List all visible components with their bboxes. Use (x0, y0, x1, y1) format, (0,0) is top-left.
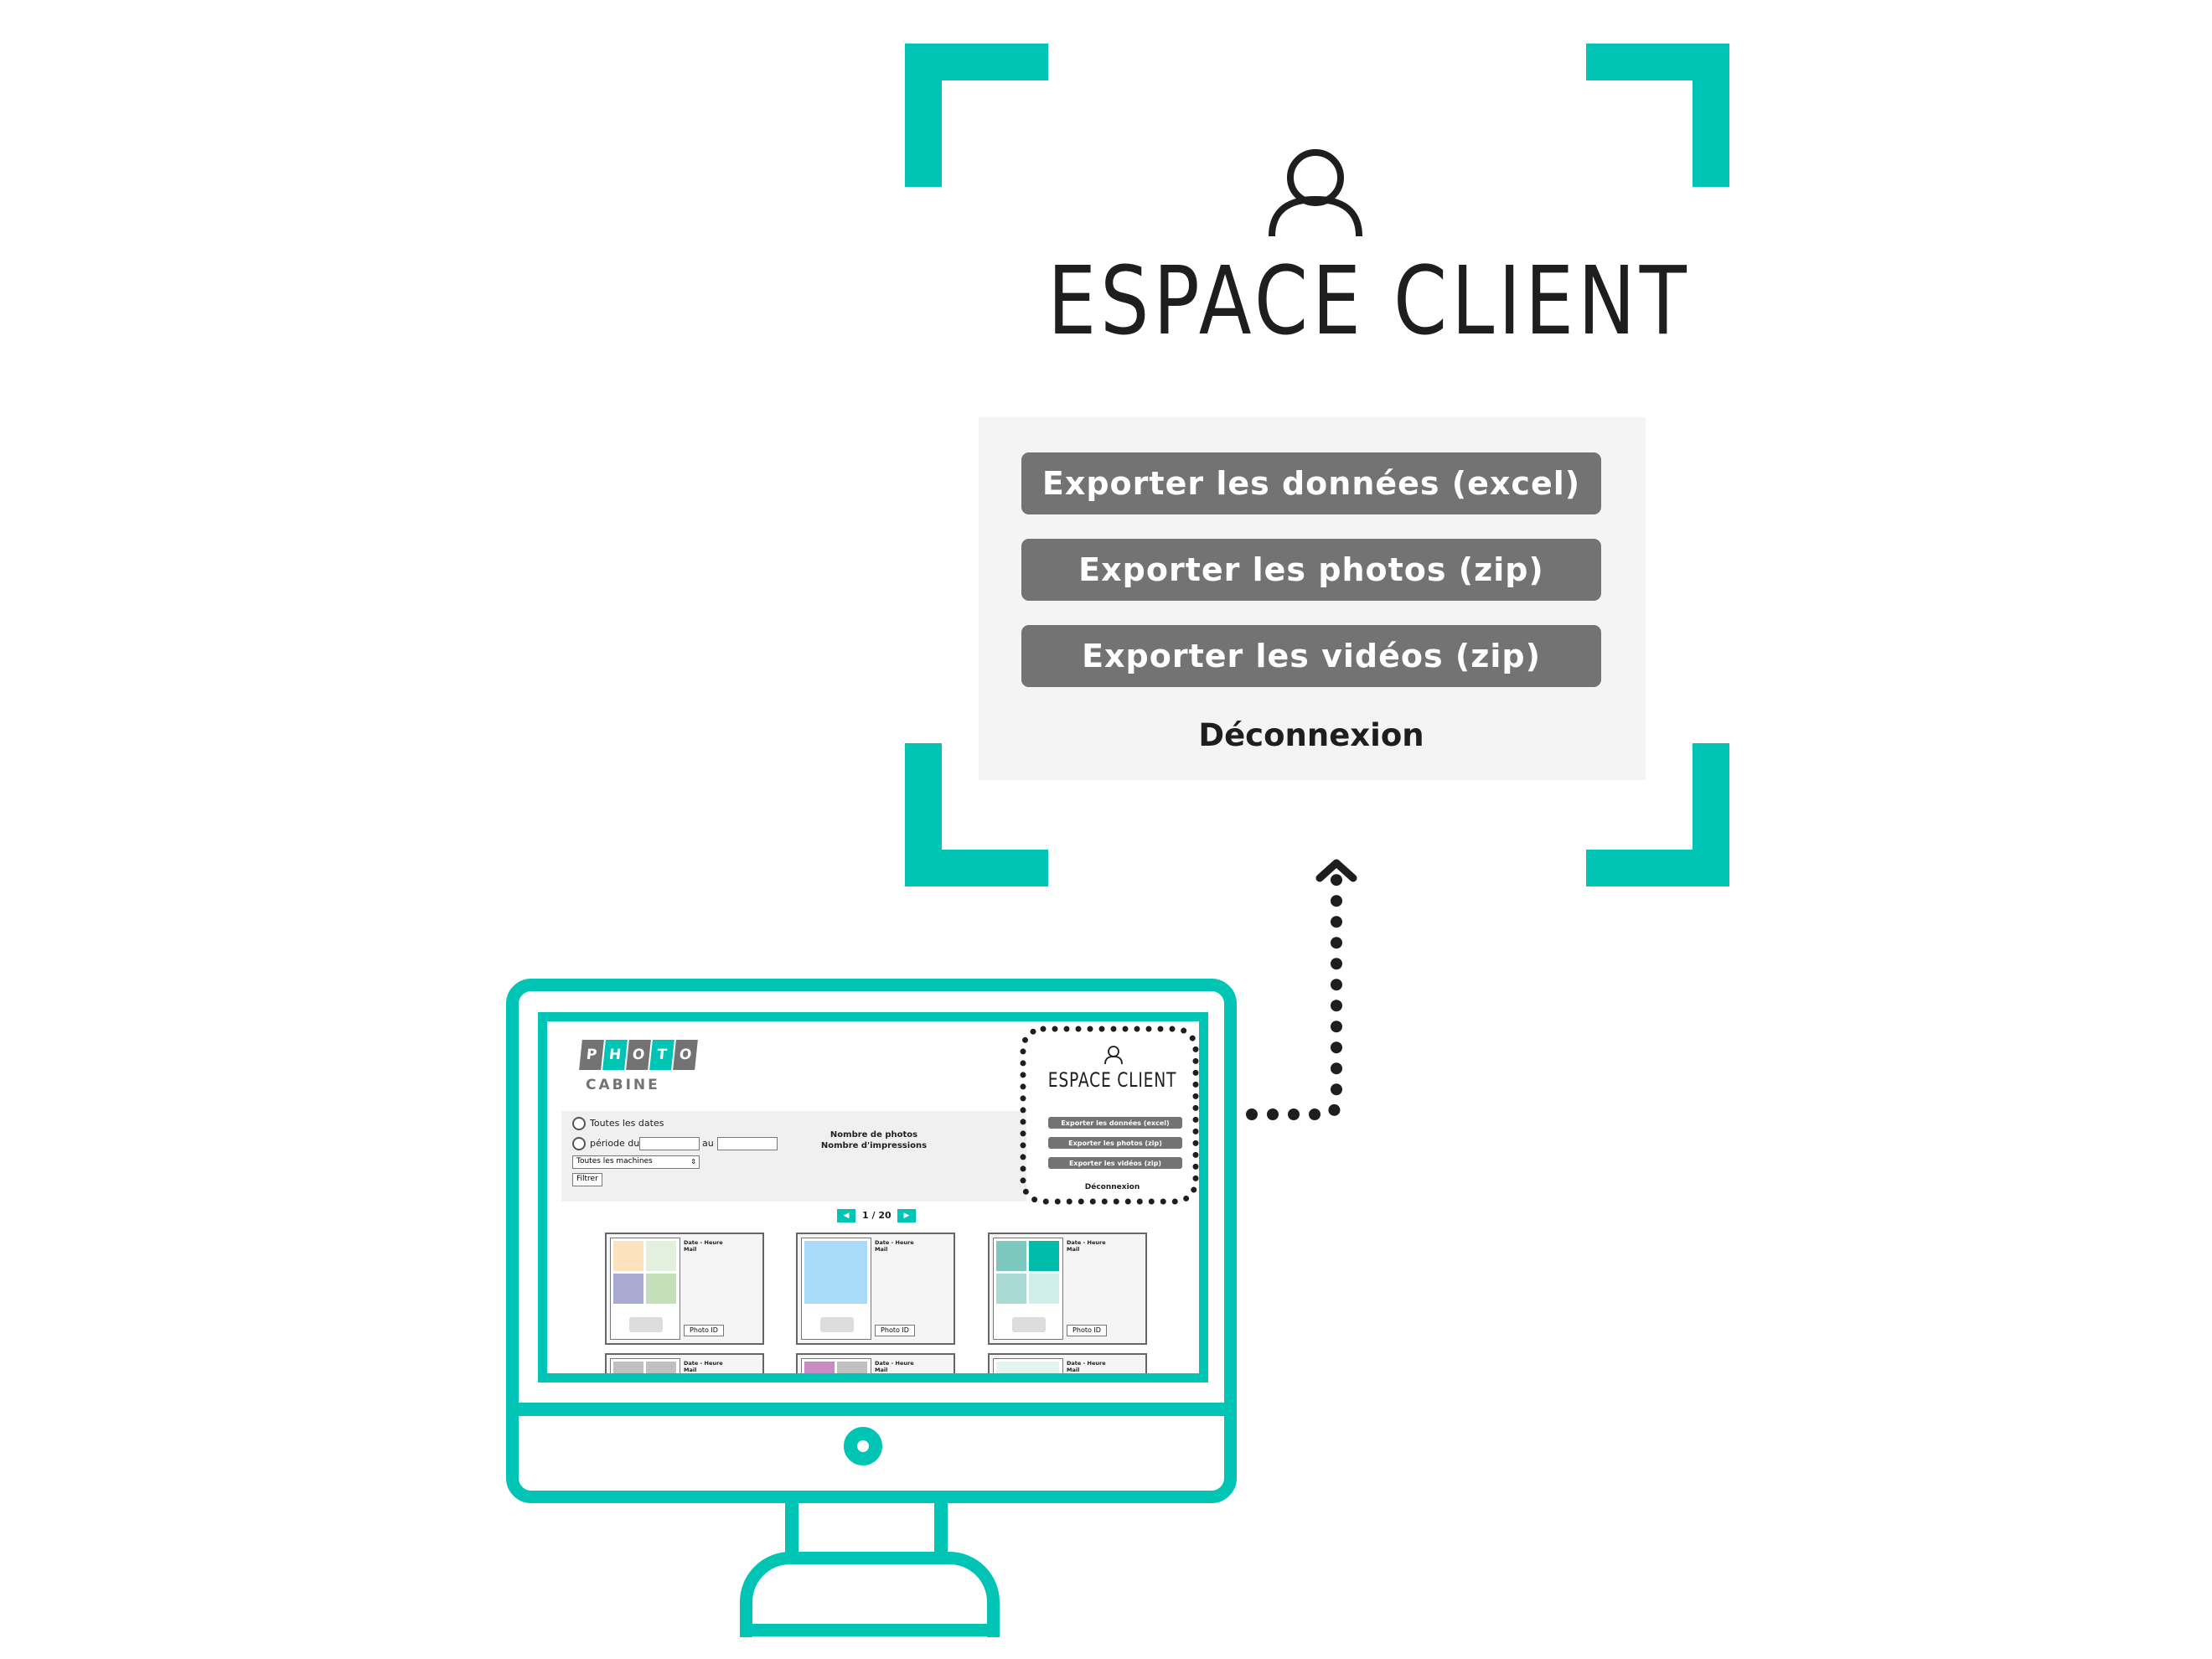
corner-tr-v (1693, 44, 1729, 187)
photo-tile (804, 1241, 867, 1304)
photo-card[interactable]: Date - Heure Mail (796, 1353, 955, 1373)
card-mail: Mail (875, 1246, 888, 1253)
print-placeholder (1012, 1317, 1046, 1332)
monitor-button (844, 1427, 882, 1465)
card-date: Date - Heure (1067, 1360, 1106, 1367)
photo-card[interactable]: Date - Heure Mail Photo ID (605, 1233, 764, 1345)
small-logout-link[interactable]: Déconnexion (1084, 1183, 1140, 1191)
corner-br-v (1693, 743, 1729, 886)
stats-photos: Nombre de photos (830, 1130, 918, 1140)
photo-tile (804, 1362, 835, 1373)
all-dates-label: Toutes les dates (590, 1118, 664, 1129)
monitor-foot-base (740, 1624, 1000, 1636)
logo-letter: O (673, 1040, 698, 1070)
photo-tile (613, 1241, 643, 1271)
machines-select-value: Toutes les machines (576, 1157, 653, 1165)
logo-subtitle: CABINE (586, 1077, 660, 1093)
logo-letter: O (626, 1040, 651, 1070)
card-mail: Mail (1067, 1367, 1080, 1373)
period-radio[interactable] (572, 1137, 586, 1150)
select-arrow-icon: ⇕ (690, 1158, 696, 1165)
card-mail: Mail (875, 1367, 888, 1373)
card-mail: Mail (684, 1367, 697, 1373)
photo-id-button[interactable]: Photo ID (1067, 1325, 1107, 1336)
user-icon (1269, 149, 1362, 237)
photo-tile (996, 1241, 1026, 1271)
card-date: Date - Heure (875, 1360, 914, 1367)
photo-thumbnail (993, 1238, 1063, 1340)
photo-card[interactable]: Date - Heure Mail Photo ID (796, 1233, 955, 1345)
logo-letter: H (602, 1040, 628, 1070)
chevron-right-icon: ▶ (903, 1212, 910, 1220)
logo-letter: P (579, 1040, 604, 1070)
photo-thumbnail (610, 1238, 680, 1340)
small-espace-client (1026, 1021, 1198, 1206)
photo-tile (646, 1362, 676, 1373)
connector-arrow (1204, 859, 1357, 1120)
period-from-input[interactable] (639, 1137, 700, 1150)
small-export-videos-button[interactable]: Exporter les vidéos (zip) (1048, 1157, 1182, 1169)
highlight-dotted-frame (1020, 1026, 1199, 1205)
photo-card[interactable]: Date - Heure Mail (988, 1353, 1147, 1373)
photo-tile (837, 1362, 867, 1373)
photo-tile (646, 1274, 676, 1304)
photo-tile (613, 1274, 643, 1304)
card-date: Date - Heure (684, 1239, 723, 1246)
monitor-foot (740, 1552, 1000, 1637)
logo-letter: T (649, 1040, 674, 1070)
filter-button[interactable]: Filtrer (572, 1173, 602, 1186)
card-date: Date - Heure (684, 1360, 723, 1367)
photo-thumbnail (801, 1238, 871, 1340)
photo-tile (646, 1241, 676, 1271)
chevron-left-icon: ◀ (843, 1212, 850, 1220)
small-export-data-button[interactable]: Exporter les données (excel) (1048, 1117, 1182, 1129)
photo-thumbnail (610, 1358, 680, 1373)
export-videos-button[interactable]: Exporter les vidéos (zip) (1021, 625, 1601, 687)
print-placeholder (629, 1317, 663, 1332)
pager-prev-button[interactable]: ◀ (837, 1209, 855, 1222)
card-date: Date - Heure (1067, 1239, 1106, 1246)
photo-id-button[interactable]: Photo ID (684, 1325, 724, 1336)
monitor-neck (785, 1503, 948, 1557)
photo-card[interactable]: Date - Heure Mail Photo ID (988, 1233, 1147, 1345)
period-from-label: période du (590, 1138, 640, 1149)
export-data-button[interactable]: Exporter les données (excel) (1021, 452, 1601, 514)
photo-tile (996, 1362, 1059, 1373)
photo-thumbnail (993, 1358, 1063, 1373)
photo-thumbnail (801, 1358, 871, 1373)
export-photos-button[interactable]: Exporter les photos (zip) (1021, 539, 1601, 601)
period-to-label: au (702, 1138, 714, 1149)
card-date: Date - Heure (875, 1239, 914, 1246)
machines-select[interactable]: Toutes les machines ⇕ (572, 1155, 700, 1169)
small-espace-client-title: ESPACE CLIENT (1047, 1068, 1177, 1092)
photo-cabine-logo: P H O T O (579, 1040, 698, 1070)
photo-id-button[interactable]: Photo ID (875, 1325, 915, 1336)
monitor-screen: P H O T O CABINE Toutes les dates périod… (538, 1012, 1208, 1382)
photo-tile (1029, 1274, 1059, 1304)
photo-card[interactable]: Date - Heure Mail (605, 1353, 764, 1373)
monitor-bezel (506, 1403, 1237, 1416)
stats-prints: Nombre d'impressions (820, 1141, 928, 1150)
corner-tl-v (905, 44, 942, 187)
small-user-icon (1104, 1046, 1123, 1065)
photo-tile (1029, 1241, 1059, 1271)
corner-bl-v (905, 743, 942, 886)
logout-link[interactable]: Déconnexion (1198, 717, 1424, 753)
print-placeholder (820, 1317, 854, 1332)
espace-client-title: ESPACE CLIENT (1047, 247, 1691, 356)
small-export-photos-button[interactable]: Exporter les photos (zip) (1048, 1137, 1182, 1149)
pager-next-button[interactable]: ▶ (897, 1209, 916, 1222)
period-to-input[interactable] (717, 1137, 778, 1150)
photo-tile (996, 1274, 1026, 1304)
photo-tile (613, 1362, 643, 1373)
card-mail: Mail (1067, 1246, 1080, 1253)
card-mail: Mail (684, 1246, 697, 1253)
all-dates-radio[interactable] (572, 1117, 586, 1130)
pager-label: 1 / 20 (862, 1210, 892, 1221)
